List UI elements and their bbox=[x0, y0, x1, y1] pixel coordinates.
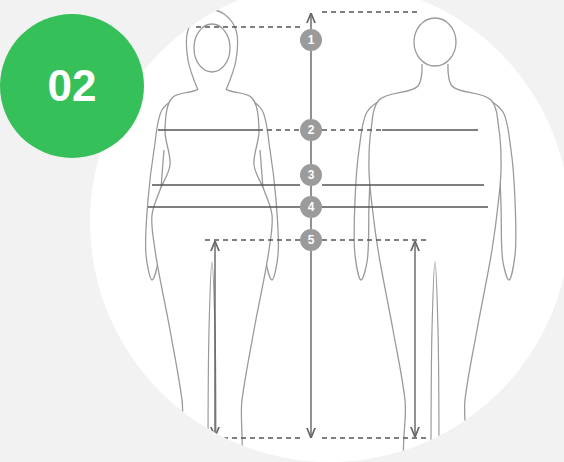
inseam-top-dash bbox=[205, 239, 300, 240]
callout-number: 3 bbox=[308, 168, 315, 182]
measure-lines bbox=[148, 12, 488, 438]
hair-outline bbox=[186, 10, 237, 90]
inseam-arrow bbox=[414, 242, 415, 436]
head-outline bbox=[194, 24, 230, 72]
inseam-top-dash bbox=[322, 239, 430, 240]
head-outline bbox=[414, 18, 456, 66]
hip-line bbox=[148, 206, 300, 207]
measure-axis bbox=[310, 141, 311, 164]
callout-number: 3 bbox=[300, 164, 322, 186]
callout-number: 4 bbox=[308, 200, 315, 214]
measure-axis bbox=[310, 218, 311, 229]
woman-figure bbox=[145, 10, 278, 462]
leg-split bbox=[431, 262, 439, 462]
callout-number: 1 bbox=[308, 33, 315, 47]
callout-number: 5 bbox=[300, 229, 322, 251]
floor-dash bbox=[322, 437, 430, 438]
measure-axis bbox=[310, 186, 311, 196]
step-number: 02 bbox=[48, 61, 97, 111]
callout-number: 1 bbox=[300, 29, 322, 51]
height-arrow-top bbox=[310, 14, 311, 29]
step-badge: 02 bbox=[0, 14, 144, 158]
inseam-arrow bbox=[214, 242, 215, 436]
height-top-dash bbox=[196, 26, 300, 27]
chest-line bbox=[158, 129, 258, 130]
chest-dash bbox=[258, 129, 300, 130]
floor-dash bbox=[205, 437, 300, 438]
callout-number: 2 bbox=[300, 119, 322, 141]
waist-line bbox=[322, 184, 484, 185]
chest-dash bbox=[322, 129, 382, 130]
measure-axis bbox=[310, 51, 311, 119]
height-top-dash bbox=[322, 11, 420, 12]
waist-line bbox=[152, 184, 300, 185]
callout-number: 2 bbox=[308, 123, 315, 137]
chest-line bbox=[382, 129, 478, 130]
callout-number: 4 bbox=[300, 196, 322, 218]
body-outline bbox=[152, 72, 273, 462]
body-outline bbox=[369, 64, 501, 462]
callout-number: 5 bbox=[308, 233, 315, 247]
hip-line bbox=[322, 206, 488, 207]
height-arrow-bottom bbox=[310, 251, 311, 437]
